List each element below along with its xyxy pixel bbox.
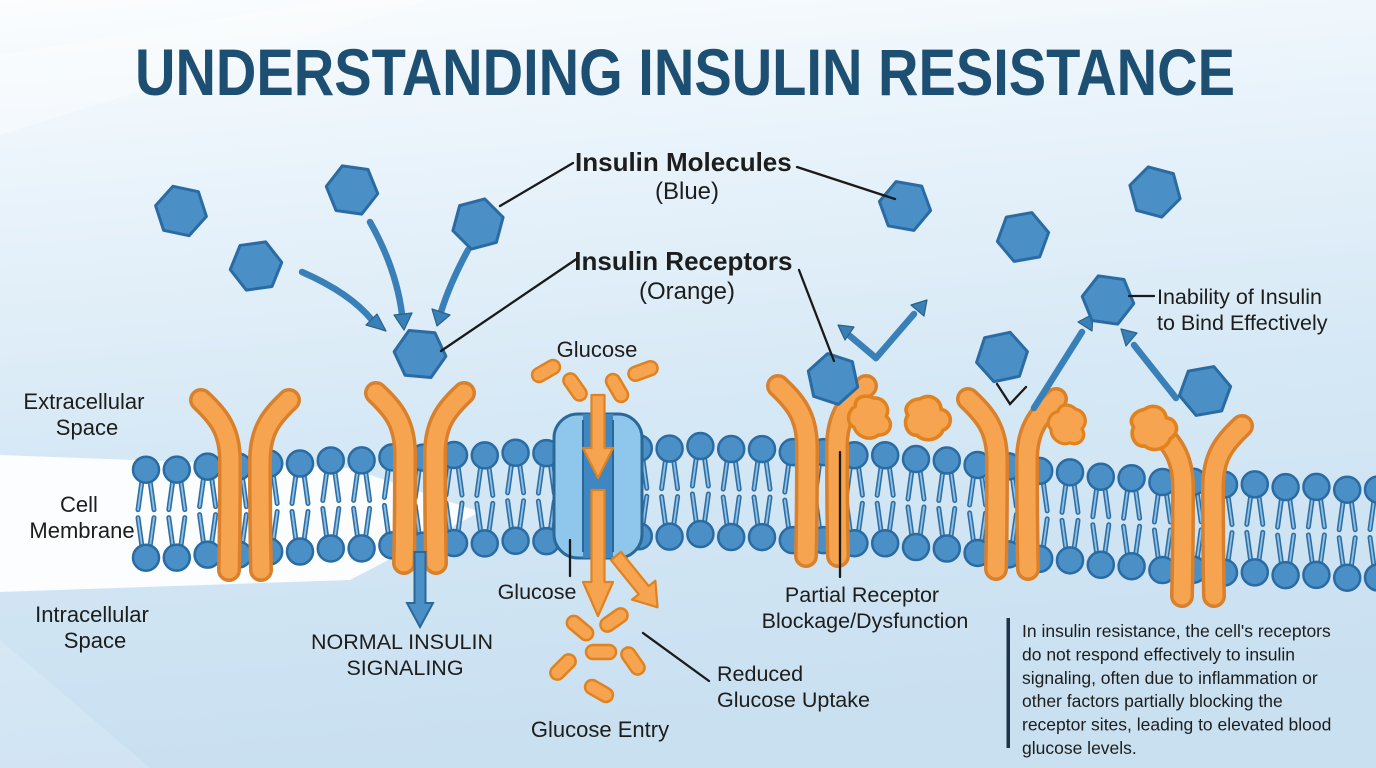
insulin-binding-arrows bbox=[298, 218, 472, 332]
label-insulin-receptors: Insulin Receptors (Orange) bbox=[574, 246, 799, 305]
label-insulin-molecules: Insulin Molecules (Blue) bbox=[575, 147, 799, 205]
lipid-molecule bbox=[1055, 517, 1085, 575]
label-partial-receptor-blockage: Partial Receptor Blockage/Dysfunction bbox=[762, 583, 969, 633]
label-glucose-top: Glucose bbox=[557, 337, 638, 362]
lipid-molecule bbox=[1332, 535, 1362, 592]
lipid-molecule bbox=[1117, 463, 1146, 521]
lipid-molecule bbox=[901, 504, 931, 562]
lipid-molecule bbox=[686, 491, 715, 549]
lipid-molecule bbox=[1363, 535, 1376, 592]
label-inability-to-bind: Inability of Insulin to Bind Effectively bbox=[1157, 285, 1328, 335]
lipid-molecule bbox=[193, 512, 222, 569]
lipid-molecule bbox=[501, 498, 530, 556]
lipid-molecule bbox=[1302, 472, 1331, 530]
lipid-molecule bbox=[1086, 522, 1116, 580]
lipid-molecule bbox=[1240, 529, 1270, 587]
lipid-molecule bbox=[1302, 532, 1331, 590]
lipid-molecule bbox=[747, 434, 777, 492]
lipid-molecule bbox=[1332, 475, 1362, 533]
lipid-molecule bbox=[870, 441, 900, 498]
lipid-molecule bbox=[470, 500, 500, 558]
lipid-molecule bbox=[1086, 462, 1116, 520]
lipid-molecule bbox=[285, 509, 315, 566]
lipid-molecule bbox=[1363, 475, 1376, 532]
lipid-molecule bbox=[162, 455, 192, 513]
insulin-bounce-arrows bbox=[837, 299, 1180, 412]
label-normal-insulin-signaling: NORMAL INSULIN SIGNALING bbox=[311, 630, 499, 680]
lipid-molecule bbox=[162, 515, 192, 572]
lipid-molecule bbox=[347, 446, 376, 503]
glucose-channel bbox=[552, 412, 644, 560]
lipid-molecule bbox=[131, 455, 161, 513]
label-intracellular-space: Intracellular Space bbox=[35, 602, 155, 653]
lipid-molecule bbox=[470, 441, 500, 498]
lipid-molecule bbox=[1271, 472, 1300, 530]
lipid-molecule bbox=[316, 446, 346, 503]
lipid-molecule bbox=[285, 449, 315, 506]
lipid-molecule bbox=[501, 438, 530, 496]
label-reduced-glucose-uptake: Reduced Glucose Uptake bbox=[717, 662, 870, 712]
leader-lines bbox=[439, 161, 1156, 683]
lipid-molecule bbox=[686, 431, 715, 489]
lipid-molecule bbox=[716, 494, 746, 552]
lipid-molecule bbox=[131, 515, 161, 572]
lipid-molecule bbox=[932, 446, 962, 503]
explanation-note: In insulin resistance, the cell's recept… bbox=[1006, 618, 1336, 758]
lipid-molecule bbox=[655, 494, 684, 551]
note-text: In insulin resistance, the cell's recept… bbox=[1022, 621, 1336, 758]
lipid-molecule bbox=[870, 500, 900, 558]
lipid-molecule bbox=[1117, 523, 1146, 581]
lipid-molecule bbox=[347, 505, 376, 563]
page-title: UNDERSTANDING INSULIN RESISTANCE bbox=[135, 35, 1235, 109]
normal-signaling-arrow bbox=[405, 551, 435, 630]
lipid-molecule bbox=[316, 505, 346, 563]
lipid-molecule bbox=[932, 505, 962, 563]
lipid-molecule bbox=[1271, 532, 1300, 590]
label-glucose-channel: Glucose bbox=[498, 580, 577, 604]
glucose-flow-arrows bbox=[581, 393, 659, 618]
lipid-molecule bbox=[747, 494, 777, 552]
lipid-molecule bbox=[1055, 458, 1085, 515]
label-glucose-entry: Glucose Entry bbox=[531, 717, 669, 742]
lipid-molecule bbox=[1240, 470, 1270, 527]
note-border bbox=[1006, 618, 1010, 748]
label-cell-membrane: Cell Membrane bbox=[29, 492, 134, 543]
lipid-molecule bbox=[716, 434, 746, 492]
lipid-molecule bbox=[963, 510, 992, 568]
lipid-molecule bbox=[655, 434, 684, 492]
lipid-molecule bbox=[1148, 467, 1177, 525]
lipid-molecule bbox=[901, 444, 931, 502]
lipid-molecule bbox=[1148, 527, 1177, 585]
background-streak bbox=[0, 640, 150, 768]
glucose-pill bbox=[584, 643, 618, 661]
background-streak bbox=[0, 0, 430, 135]
label-extracellular-space: Extracellular Space bbox=[23, 389, 150, 440]
